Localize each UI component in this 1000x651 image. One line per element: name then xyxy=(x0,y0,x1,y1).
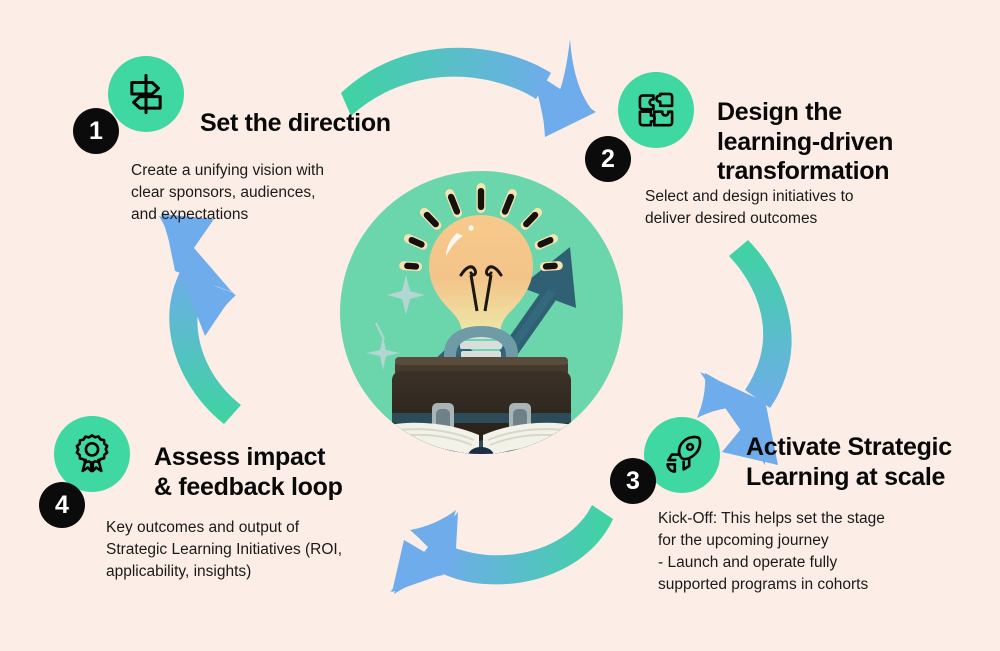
step-2-description: Select and design initiatives to deliver… xyxy=(645,188,854,227)
step-3-number: 3 xyxy=(610,458,656,504)
step-1-title: Set the direction xyxy=(200,109,391,137)
lightbulb-rays xyxy=(399,183,563,272)
step-2[interactable]: 2 Design the learning-driven transformat… xyxy=(560,0,1000,250)
arrow-step4-to-step1 xyxy=(159,212,241,424)
step-4[interactable]: Assess impact & feedback loop Key outcom… xyxy=(20,400,450,620)
step-4-description: Key outcomes and output of Strategic Lea… xyxy=(106,519,343,580)
step-3-title: Activate Strategic Learning at scale xyxy=(746,433,952,491)
step-3-description: Kick-Off: This helps set the stage for t… xyxy=(658,510,885,593)
step-4-number: 4 xyxy=(39,482,85,528)
sparkles xyxy=(366,275,425,370)
puzzle-pieces-icon xyxy=(618,72,694,148)
step-4-title: Assess impact & feedback loop xyxy=(154,443,343,501)
briefcase-handle xyxy=(444,326,518,363)
step-2-number: 2 xyxy=(585,136,631,182)
award-rosette-icon xyxy=(54,416,130,492)
step-1-number: 1 xyxy=(73,108,119,154)
center-illustration xyxy=(340,171,623,454)
step-1-description: Create a unifying vision with clear spon… xyxy=(131,162,324,223)
step-3[interactable]: Activate Strategic Learning at scale Kic… xyxy=(600,400,1000,620)
step-1[interactable]: 1 Set the direction Create a unifying vi… xyxy=(0,0,520,240)
step-2-title: Design the learning-driven transformatio… xyxy=(717,98,894,185)
signpost-icon xyxy=(108,56,184,132)
rocket-icon xyxy=(644,417,720,493)
